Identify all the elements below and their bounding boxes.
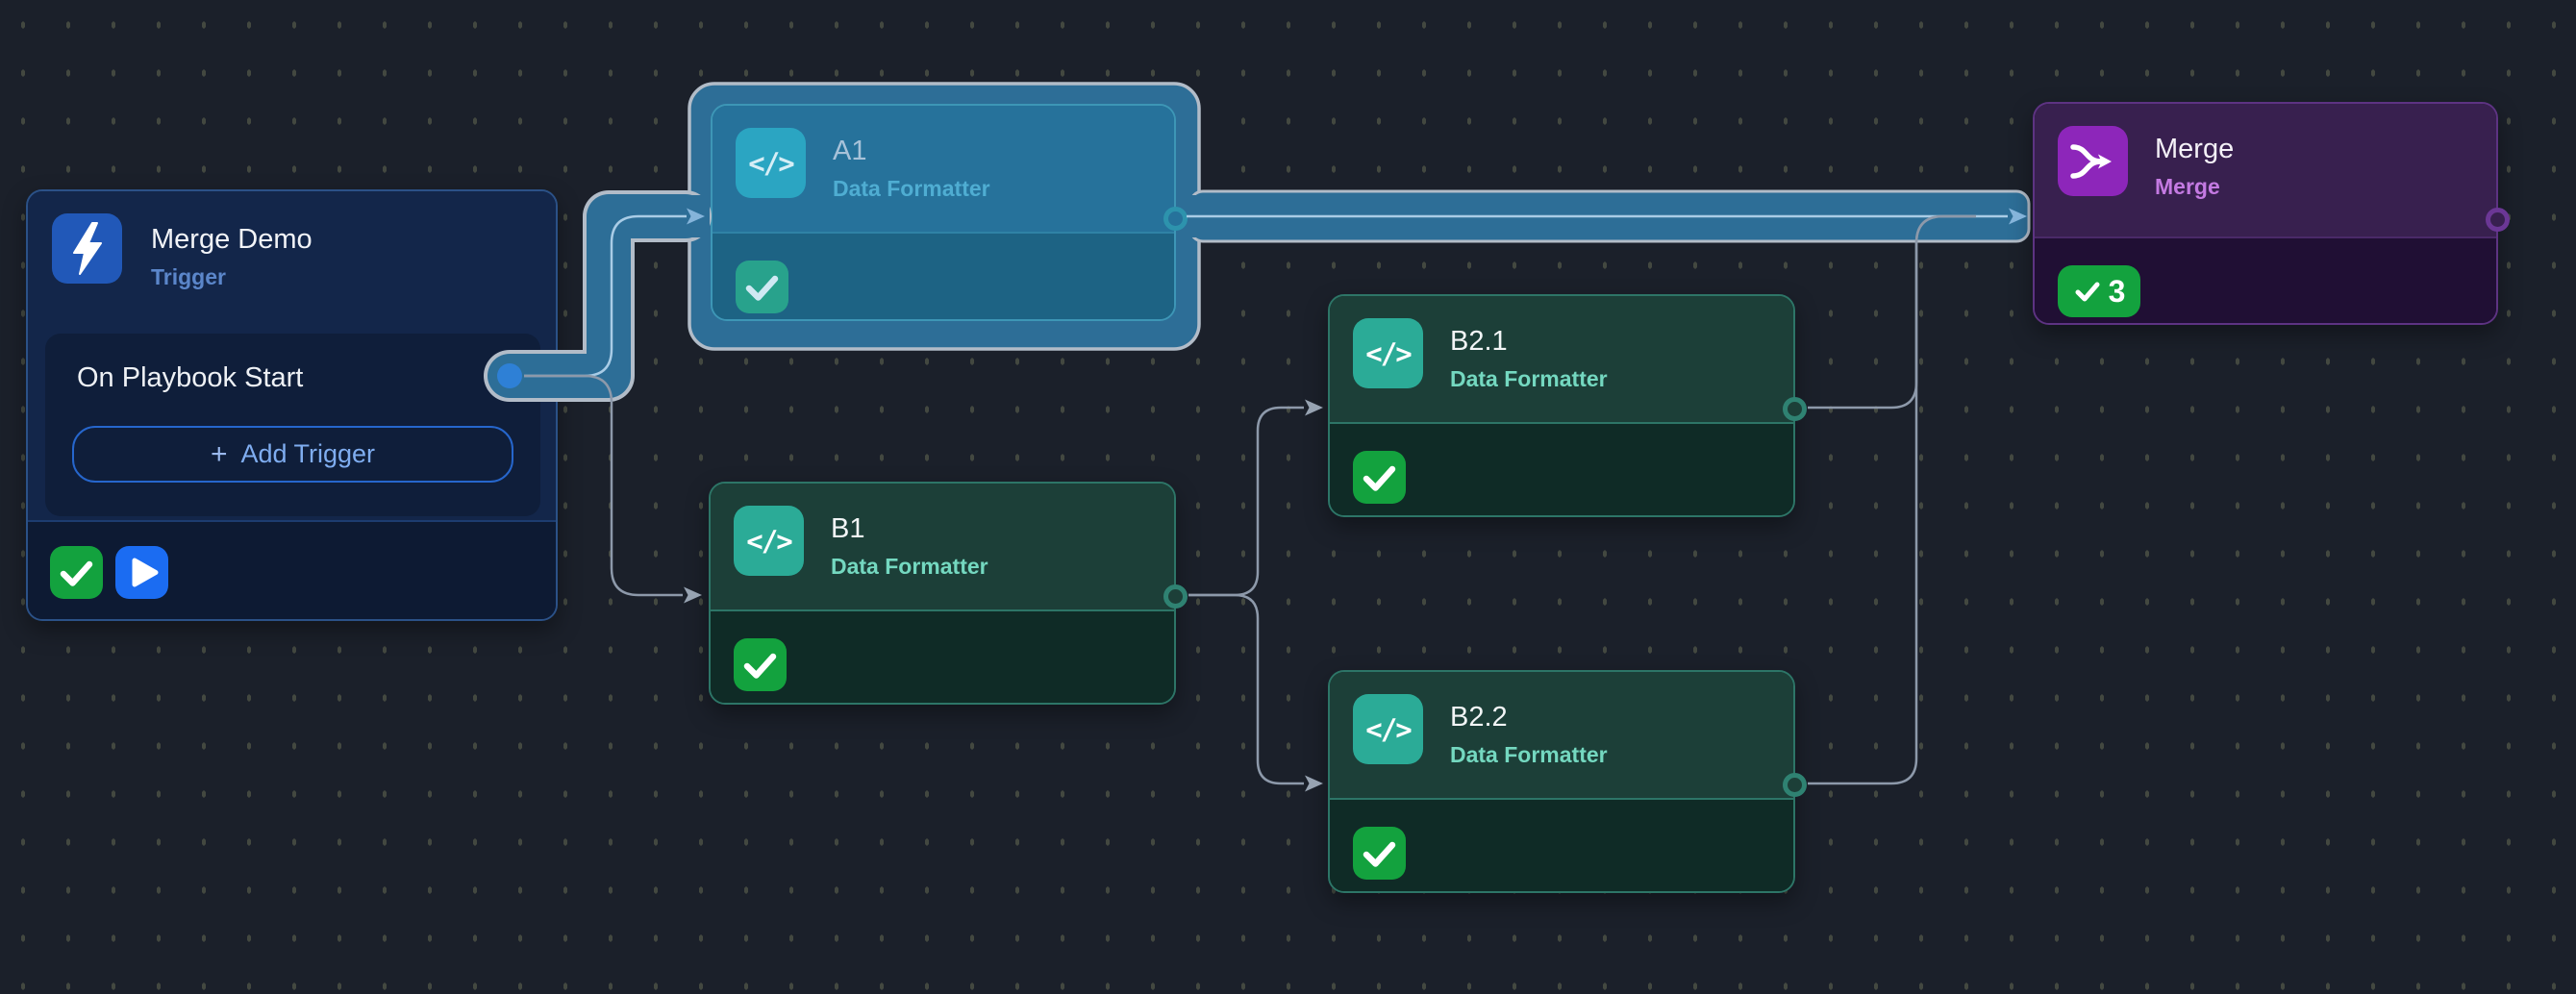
success-status-button[interactable] bbox=[50, 546, 103, 599]
node-b1[interactable]: </> B1 Data Formatter bbox=[709, 482, 1188, 705]
b2-2-header: </> B2.2 Data Formatter bbox=[1330, 672, 1793, 798]
b2-2-output-port[interactable] bbox=[1783, 773, 1807, 797]
trigger-header: Merge Demo Trigger bbox=[28, 191, 556, 334]
success-status-badge[interactable] bbox=[734, 638, 787, 691]
node-title: Merge Demo bbox=[151, 224, 313, 255]
success-count: 3 bbox=[2108, 273, 2126, 309]
code-icon: </> bbox=[1353, 694, 1423, 764]
highlight-seam-patch bbox=[1184, 195, 1222, 237]
success-status-badge[interactable] bbox=[1353, 827, 1406, 880]
node-b2-1[interactable]: </> B2.1 Data Formatter bbox=[1328, 294, 1807, 517]
node-trigger[interactable]: Merge Demo Trigger On Playbook Start + A… bbox=[26, 189, 558, 621]
node-merge[interactable]: Merge Merge 3 bbox=[2033, 102, 2510, 325]
b2-1-output-port[interactable] bbox=[1783, 397, 1807, 421]
trigger-event-card[interactable]: On Playbook Start + Add Trigger bbox=[45, 334, 540, 516]
a1-header: </> A1 Data Formatter bbox=[713, 106, 1174, 232]
node-type-label: Trigger bbox=[151, 264, 226, 289]
b1-output-port[interactable] bbox=[1163, 584, 1188, 609]
merge-icon bbox=[2058, 126, 2128, 196]
code-icon: </> bbox=[734, 506, 804, 576]
trigger-output-port[interactable] bbox=[496, 366, 521, 391]
node-type-label: Data Formatter bbox=[1450, 366, 1608, 391]
success-count-badge[interactable]: 3 bbox=[2058, 265, 2140, 317]
add-trigger-button[interactable]: + Add Trigger bbox=[72, 426, 513, 483]
node-type-label: Data Formatter bbox=[1450, 742, 1608, 767]
node-a1[interactable]: </> A1 Data Formatter bbox=[711, 104, 1188, 321]
node-title: B1 bbox=[831, 513, 865, 544]
node-type-label: Data Formatter bbox=[831, 554, 988, 579]
b1-footer bbox=[711, 609, 1174, 703]
node-type-label: Data Formatter bbox=[833, 176, 990, 201]
run-play-button[interactable] bbox=[115, 546, 168, 599]
code-icon: </> bbox=[736, 128, 806, 198]
merge-footer: 3 bbox=[2035, 236, 2496, 323]
success-status-badge[interactable] bbox=[1353, 451, 1406, 504]
success-status-badge[interactable] bbox=[736, 261, 788, 313]
node-title: B2.2 bbox=[1450, 702, 1508, 733]
b2-2-footer bbox=[1330, 798, 1793, 891]
trigger-event-label: On Playbook Start bbox=[77, 362, 304, 393]
merge-output-port[interactable] bbox=[2486, 208, 2510, 232]
node-type-label: Merge bbox=[2155, 174, 2220, 199]
merge-header: Merge Merge bbox=[2035, 104, 2496, 236]
b2-1-header: </> B2.1 Data Formatter bbox=[1330, 296, 1793, 422]
plus-icon: + bbox=[210, 437, 228, 470]
lightning-bolt-icon bbox=[52, 213, 122, 284]
code-icon: </> bbox=[1353, 318, 1423, 388]
node-title: A1 bbox=[833, 136, 867, 166]
node-title: Merge bbox=[2155, 134, 2235, 164]
b2-1-footer bbox=[1330, 422, 1793, 515]
a1-footer bbox=[713, 232, 1174, 319]
node-title: B2.1 bbox=[1450, 326, 1508, 357]
b1-header: </> B1 Data Formatter bbox=[711, 484, 1174, 609]
a1-output-port[interactable] bbox=[1163, 207, 1188, 231]
edge-a1-merge-highlight[interactable] bbox=[1188, 189, 2031, 243]
add-trigger-label: Add Trigger bbox=[240, 439, 376, 468]
trigger-footer bbox=[28, 520, 556, 619]
node-b2-2[interactable]: </> B2.2 Data Formatter bbox=[1328, 670, 1807, 893]
